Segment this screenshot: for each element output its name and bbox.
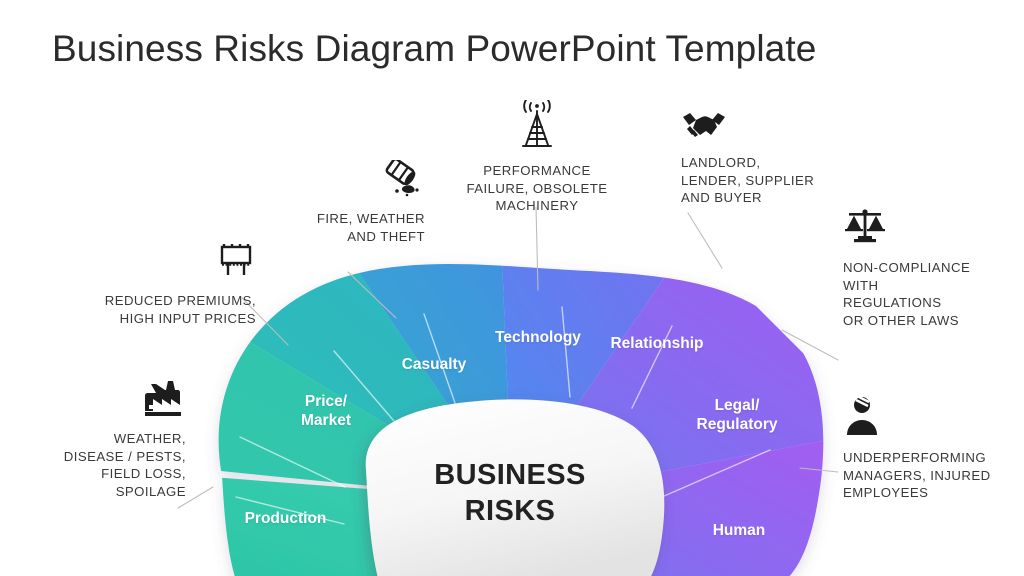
scales-of-justice-icon [843,207,1018,252]
divider-production-price [235,496,345,525]
segment-label-casualty: Casualty [401,356,467,373]
antenna-tower-icon [447,99,627,155]
connector-reduced-premiums [241,297,289,346]
callout-reduced-premiums[interactable]: REDUCED PREMIUMS, HIGH INPUT PRICES [78,240,256,327]
segment-label-technology: Technology [495,329,581,346]
segment-dividers [235,306,771,525]
core-label: BUSINESS RISKS [434,459,586,527]
callout-text: NON-COMPLIANCE WITH REGULATIONS OR OTHER… [843,260,971,328]
callout-text: PERFORMANCE FAILURE, OBSOLETE MACHINERY [466,163,608,213]
segment-label-production: Production [244,510,327,527]
injured-person-icon [843,395,1021,442]
connector-fire [347,271,397,319]
spilled-barrel-icon [275,157,425,203]
callout-underperforming[interactable]: UNDERPERFORMING MANAGERS, INJURED EMPLOY… [843,395,1021,502]
divider-human-bottom [654,449,771,501]
callout-weather-disease[interactable]: WEATHER, DISEASE / PESTS, FIELD LOSS, SP… [18,378,186,500]
connector-noncompliance [781,329,839,361]
callout-landlord-lender[interactable]: LANDLORD, LENDER, SUPPLIER AND BUYER [681,108,861,207]
handshake-icon [681,108,861,147]
connector-landlord [687,212,723,269]
factory-icon [18,378,186,423]
divider-legal-human [631,325,673,409]
divider-tech-relationship [423,313,456,404]
billboard-icon [78,240,256,285]
callout-text: REDUCED PREMIUMS, HIGH INPUT PRICES [104,293,256,326]
callout-text: WEATHER, DISEASE / PESTS, FIELD LOSS, SP… [63,431,186,499]
segment-label-human: Human [712,522,766,539]
segment-label-price-market: Price/ Market [301,393,351,429]
callout-text: FIRE, WEATHER AND THEFT [316,211,425,244]
callout-fire-weather-theft[interactable]: FIRE, WEATHER AND THEFT [275,157,425,245]
connector-weather [177,486,214,509]
divider-casualty-tech [333,350,395,422]
callout-text: UNDERPERFORMING MANAGERS, INJURED EMPLOY… [843,450,991,500]
core-blob[interactable] [365,399,665,576]
divider-price-casualty [239,436,346,488]
callout-non-compliance[interactable]: NON-COMPLIANCE WITH REGULATIONS OR OTHER… [843,207,1018,329]
callout-text: LANDLORD, LENDER, SUPPLIER AND BUYER [681,155,815,205]
divider-rel-legal [561,306,571,398]
connector-lines [177,206,839,509]
connector-underperforming [799,467,839,473]
connector-performance [535,206,539,291]
callout-performance-failure[interactable]: PERFORMANCE FAILURE, OBSOLETE MACHINERY [447,99,627,215]
segment-label-legal: Legal/ Regulatory [696,397,778,433]
page-title: Business Risks Diagram PowerPoint Templa… [52,28,817,69]
segment-label-relationship: Relationship [610,335,704,352]
